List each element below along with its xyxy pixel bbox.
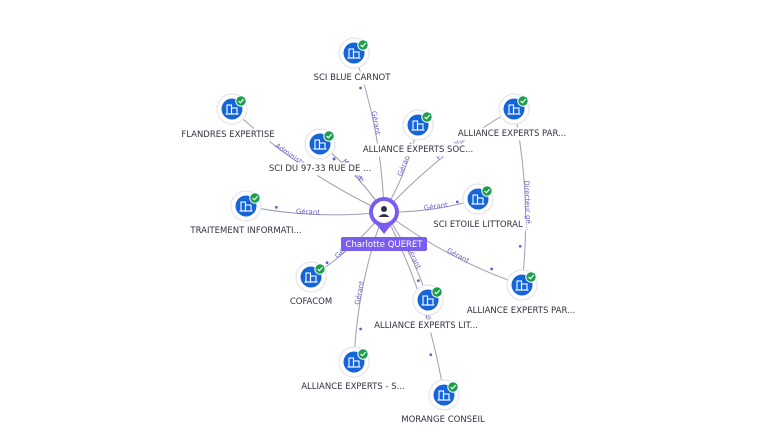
building-icon bbox=[437, 390, 451, 401]
node-label[interactable]: TRAITEMENT INFORMATI... bbox=[189, 226, 301, 236]
edge-arrow bbox=[455, 200, 459, 204]
check-badge-icon bbox=[357, 348, 369, 360]
edge-line bbox=[383, 211, 523, 286]
node-label-bg bbox=[430, 218, 526, 232]
center-name-pill bbox=[341, 237, 427, 251]
edge-label: Gérant bbox=[423, 201, 448, 212]
center-node-pointer bbox=[376, 224, 392, 234]
check-badge-icon bbox=[517, 95, 529, 107]
node-label[interactable]: SCI DU 97-33 RUE DE ... bbox=[269, 164, 371, 174]
edge-label: Gérant bbox=[296, 208, 321, 217]
check-badge-icon bbox=[357, 39, 369, 51]
company-node-morange-conseil[interactable]: MORANGE CONSEIL bbox=[398, 379, 488, 427]
node-label[interactable]: COFACOM bbox=[290, 297, 332, 307]
node-label[interactable]: SCI BLUE CARNOT bbox=[314, 73, 392, 83]
edge-label: Gérant bbox=[353, 280, 366, 305]
check-badge-icon bbox=[525, 271, 537, 283]
check-badge-icon bbox=[314, 263, 326, 275]
node-label[interactable]: ALLIANCE EXPERTS - S... bbox=[301, 382, 405, 392]
building-icon bbox=[471, 194, 485, 205]
building-icon bbox=[507, 104, 521, 115]
center-node[interactable]: Charlotte QUERET bbox=[341, 197, 427, 251]
node-label-bg bbox=[371, 319, 481, 333]
company-node-alliance-experts-soc[interactable]: ALLIANCE EXPERTS SOC... bbox=[359, 109, 477, 157]
person-icon bbox=[378, 206, 390, 217]
edge-label: Gérant bbox=[370, 110, 382, 135]
edge-arrow bbox=[359, 327, 362, 331]
node-label[interactable]: ALLIANCE EXPERTS LIT... bbox=[374, 321, 478, 331]
edge-arrow bbox=[429, 353, 433, 357]
company-node-alliance-experts-par-2[interactable]: ALLIANCE EXPERTS PAR... bbox=[463, 269, 579, 318]
edge-line bbox=[353, 52, 385, 213]
check-badge-icon bbox=[421, 111, 433, 123]
edge-arrow bbox=[274, 205, 278, 209]
company-node-alliance-experts-s[interactable]: ALLIANCE EXPERTS - S... bbox=[298, 346, 408, 394]
node-label[interactable]: ALLIANCE EXPERTS PAR... bbox=[467, 306, 575, 316]
company-node-flandres-expertise[interactable]: FLANDRES EXPERTISE bbox=[178, 93, 278, 142]
building-icon bbox=[411, 120, 425, 131]
edge-line bbox=[353, 211, 385, 363]
node-label-bg bbox=[398, 413, 488, 427]
company-node-sci-etoile-littoral[interactable]: SCI ETOILE LITTORAL bbox=[430, 183, 526, 232]
company-node-sci-blue-carnot[interactable]: SCI BLUE CARNOT bbox=[310, 37, 395, 85]
company-node-sci-du-97-33[interactable]: SCI DU 97-33 RUE DE ... bbox=[265, 128, 375, 176]
company-node-alliance-experts-par-1[interactable]: ALLIANCE EXPERTS PAR... bbox=[454, 93, 570, 141]
edge-label: Gérant bbox=[445, 247, 470, 265]
check-badge-icon bbox=[249, 192, 261, 204]
node-label-bg bbox=[310, 71, 395, 85]
node-label[interactable]: MORANGE CONSEIL bbox=[401, 415, 485, 425]
edge-arrow bbox=[359, 86, 362, 90]
node-label-bg bbox=[186, 224, 305, 238]
check-badge-icon bbox=[447, 381, 459, 393]
building-icon bbox=[225, 104, 239, 115]
node-label-bg bbox=[178, 128, 278, 142]
building-icon bbox=[421, 295, 435, 306]
edge-arrow bbox=[325, 261, 329, 265]
check-badge-icon bbox=[235, 95, 247, 107]
node-label[interactable]: FLANDRES EXPERTISE bbox=[181, 130, 274, 140]
edge-arrow bbox=[416, 279, 420, 283]
edge-arrow bbox=[332, 157, 336, 161]
building-icon bbox=[347, 48, 361, 59]
node-label-bg bbox=[286, 295, 336, 309]
company-node-traitement-informati[interactable]: TRAITEMENT INFORMATI... bbox=[186, 190, 305, 238]
edge-label: Directeur gé... bbox=[522, 180, 532, 231]
node-label-bg bbox=[298, 380, 408, 394]
center-name[interactable]: Charlotte QUERET bbox=[346, 240, 424, 250]
building-icon bbox=[313, 139, 327, 150]
node-label-bg bbox=[454, 127, 570, 141]
node-label-bg bbox=[359, 143, 477, 157]
building-icon bbox=[304, 272, 318, 283]
node-label[interactable]: ALLIANCE EXPERTS SOC... bbox=[363, 145, 473, 155]
edge-arrow bbox=[518, 244, 522, 248]
building-icon bbox=[347, 357, 361, 368]
building-icon bbox=[515, 280, 529, 291]
edge-arrow bbox=[490, 267, 494, 271]
node-label-bg bbox=[265, 162, 375, 176]
company-node-cofacom[interactable]: COFACOM bbox=[286, 261, 336, 309]
nodes-layer: SCI BLUE CARNOT FLANDRES EXPERTISE ALLIANC… bbox=[178, 37, 579, 427]
check-badge-icon bbox=[431, 286, 443, 298]
node-label[interactable]: SCI ETOILE LITTORAL bbox=[433, 220, 523, 230]
company-node-alliance-experts-lit[interactable]: ALLIANCE EXPERTS LIT... bbox=[371, 284, 481, 333]
check-badge-icon bbox=[481, 185, 493, 197]
check-badge-icon bbox=[323, 130, 335, 142]
node-label-bg bbox=[463, 304, 579, 318]
node-label[interactable]: ALLIANCE EXPERTS PAR... bbox=[458, 129, 566, 139]
building-icon bbox=[239, 201, 253, 212]
